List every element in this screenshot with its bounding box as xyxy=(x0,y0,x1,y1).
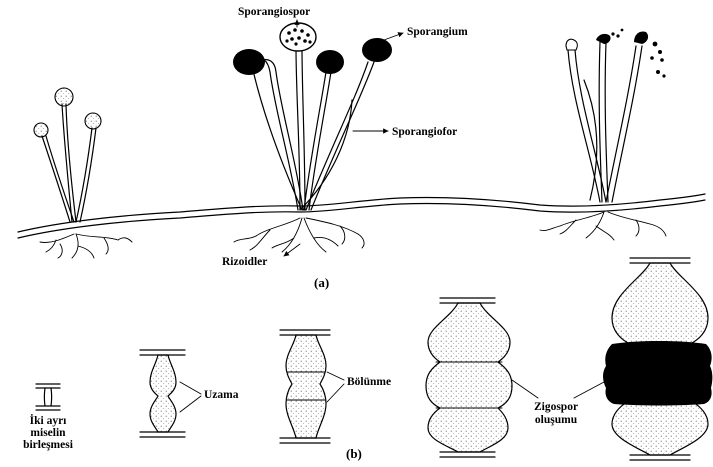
part-a: Sporangiospor Sporangium Sporangiofor Ri… xyxy=(18,6,705,290)
zygospore-wall xyxy=(603,341,712,406)
label-uzama: Uzama xyxy=(204,389,239,401)
collapsed-sporangium xyxy=(566,39,577,50)
rhizoids-right xyxy=(540,212,666,240)
label-sporangiospor: Sporangiospor xyxy=(238,6,310,18)
stage-zygospore xyxy=(603,258,712,460)
young-sporangium xyxy=(55,88,73,106)
caption-b: (b) xyxy=(346,446,362,461)
young-sporangium xyxy=(85,113,101,129)
stage-elongation xyxy=(140,350,185,437)
young-sporangium xyxy=(34,123,48,137)
mature-sporangiophores xyxy=(233,23,392,210)
caption-a: (a) xyxy=(314,275,329,290)
arrow-sporangium xyxy=(384,33,403,40)
sporangium-black xyxy=(362,38,392,62)
dehisced-columella xyxy=(634,31,648,44)
label-iki-ayri: İki ayrı xyxy=(30,413,68,427)
dehisced-columella xyxy=(596,34,611,44)
label-rizoidler: Rizoidler xyxy=(222,256,267,268)
rhizoids-center xyxy=(234,218,364,252)
dehisced-sporangiophores xyxy=(566,29,666,202)
stage-gametangia xyxy=(426,298,512,457)
part-b: İki ayrı miselin birleşmesi Uzama Bölünm… xyxy=(23,258,712,461)
arrow-rizoidler xyxy=(284,244,300,256)
sporangium-black xyxy=(316,50,344,74)
rhizoids-left xyxy=(40,234,132,258)
pointer-zigospor xyxy=(512,380,604,398)
pointer-bolunme xyxy=(327,372,344,402)
label-olusumu: oluşumu xyxy=(535,414,578,426)
label-zigospor: Zigospor xyxy=(534,401,578,413)
sporangium-black xyxy=(233,49,265,75)
stage-division xyxy=(280,330,330,443)
label-sporangiofor: Sporangiofor xyxy=(392,126,457,138)
pointer-uzama xyxy=(180,382,201,412)
label-bolunme: Bölünme xyxy=(347,376,391,388)
young-sporangiophores xyxy=(34,88,101,222)
stage-hyphal-fusion xyxy=(36,384,60,410)
sporangium-with-spores xyxy=(280,23,316,51)
label-sporangium: Sporangium xyxy=(407,26,468,38)
label-miselin: miselin xyxy=(30,427,66,439)
label-birlesmesi: birleşmesi xyxy=(23,439,74,451)
